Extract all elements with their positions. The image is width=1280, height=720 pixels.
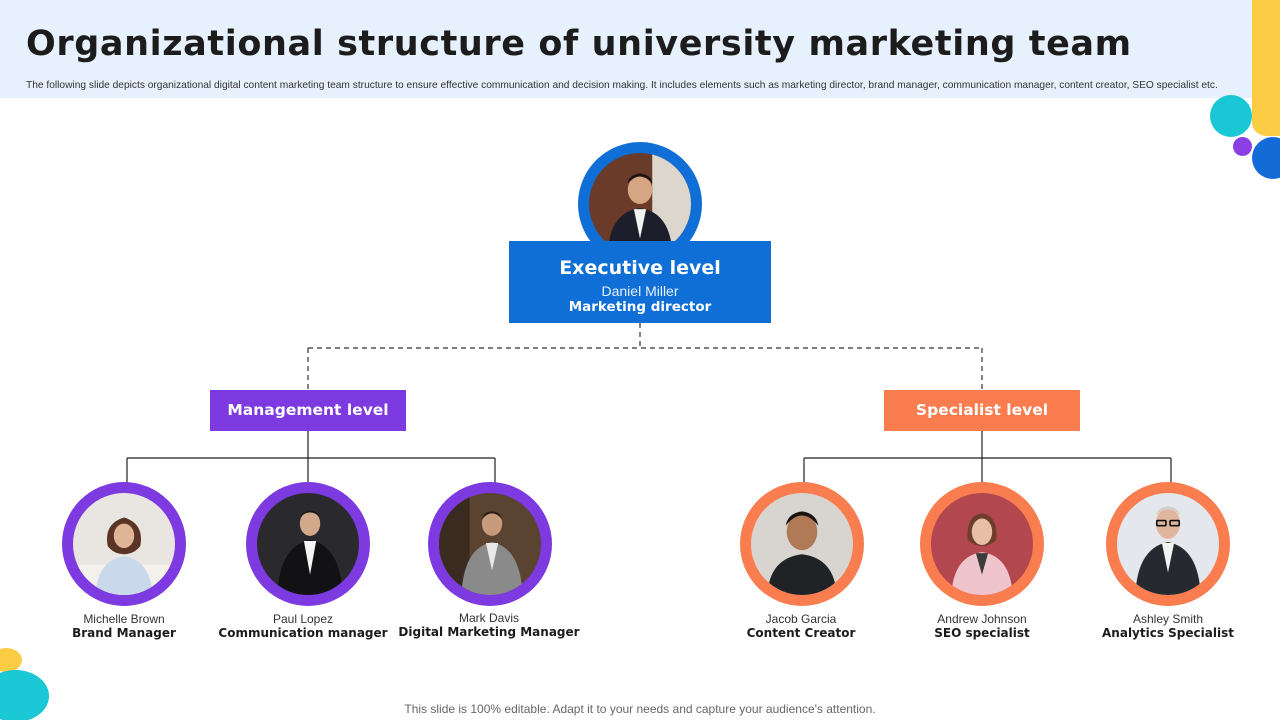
member-avatar <box>62 482 186 606</box>
member-name: Andrew Johnson <box>937 612 1027 626</box>
executive-name: Daniel Miller <box>601 283 679 299</box>
member-name: Jacob Garcia <box>765 612 837 626</box>
decor-yellow-bar <box>1252 0 1280 136</box>
member-name: Mark Davis <box>458 611 519 625</box>
decor-teal-blob <box>0 670 49 720</box>
header-band <box>0 0 1252 98</box>
member-role: SEO specialist <box>934 626 1030 640</box>
management-level-box: Management level <box>210 390 406 431</box>
person-photo-icon <box>257 493 359 595</box>
member-role: Analytics Specialist <box>1102 626 1234 640</box>
member-role: Content Creator <box>746 626 856 640</box>
executive-level-label: Executive level <box>559 257 721 279</box>
member-name: Ashley Smith <box>1132 612 1204 626</box>
member-role: Digital Marketing Manager <box>398 625 580 639</box>
page-subtitle: The following slide depicts organization… <box>26 80 1218 91</box>
member-avatar <box>740 482 864 606</box>
decor-teal-circle <box>1210 95 1252 137</box>
member-avatar <box>1106 482 1230 606</box>
person-photo-icon <box>751 493 853 595</box>
executive-box: Executive level Daniel Miller Marketing … <box>509 241 771 323</box>
member-role: Brand Manager <box>72 626 176 640</box>
person-photo-icon <box>439 493 541 595</box>
member-avatar <box>428 482 552 606</box>
person-photo-icon <box>589 153 691 255</box>
executive-role: Marketing director <box>568 299 712 315</box>
page-title: Organizational structure of university m… <box>26 24 1132 64</box>
person-photo-icon <box>73 493 175 595</box>
member-avatar <box>246 482 370 606</box>
person-photo-icon <box>1117 493 1219 595</box>
member-avatar <box>920 482 1044 606</box>
member-name: Paul Lopez <box>272 612 334 626</box>
dashed-connector <box>307 323 983 390</box>
decor-yellow-dot <box>0 648 22 672</box>
decor-blue-circle <box>1252 137 1280 179</box>
member-name: Michelle Brown <box>83 612 165 626</box>
person-photo-icon <box>931 493 1033 595</box>
decor-purple-dot <box>1233 137 1252 156</box>
specialist-level-box: Specialist level <box>884 390 1080 431</box>
management-connector <box>126 431 496 484</box>
footer-note: This slide is 100% editable. Adapt it to… <box>404 702 876 716</box>
specialist-connector <box>803 431 1172 484</box>
member-role: Communication manager <box>218 626 388 640</box>
